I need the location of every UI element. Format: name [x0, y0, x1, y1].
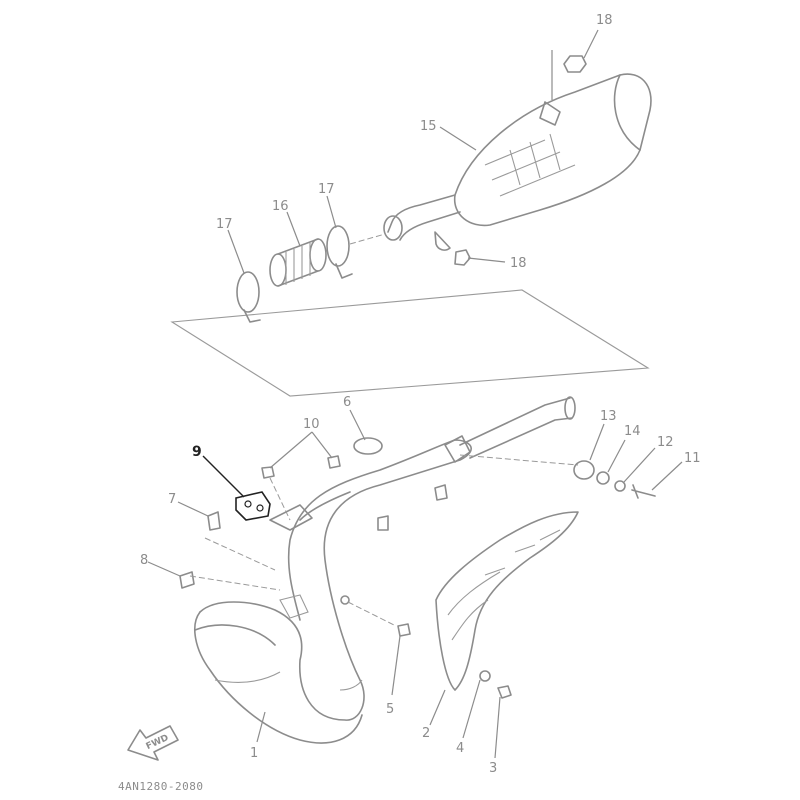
callout-13: 13 [600, 409, 617, 424]
callout-17-right: 17 [318, 182, 335, 197]
band-8[interactable] [147, 561, 281, 591]
callout-17-left: 17 [216, 217, 233, 232]
washer-12[interactable] [614, 447, 656, 492]
callout-14: 14 [624, 424, 641, 439]
collar-14[interactable] [596, 439, 626, 485]
forward-direction-arrow: FWD [127, 725, 179, 761]
callout-9: 9 [192, 444, 202, 460]
callout-15: 15 [420, 119, 437, 134]
silencer-part[interactable] [383, 50, 652, 251]
clamp-17-left[interactable] [227, 229, 261, 323]
callout-10: 10 [303, 417, 320, 432]
callout-1: 1 [250, 746, 258, 761]
bolt-18-lower[interactable] [454, 249, 506, 266]
joint-pipe-part[interactable] [269, 211, 327, 287]
callout-11: 11 [684, 451, 701, 466]
alignment-line [349, 233, 386, 245]
callout-6: 6 [343, 395, 351, 410]
bolt-18-upper[interactable] [563, 29, 599, 73]
protector-2[interactable] [429, 511, 579, 726]
screw-3[interactable] [494, 685, 512, 759]
callout-18-upper: 18 [596, 13, 613, 28]
damper-13[interactable] [573, 423, 605, 480]
leader-15 [439, 126, 477, 151]
bolt-10-pair[interactable] [261, 431, 341, 521]
callout-16: 16 [272, 199, 289, 214]
exhaust-pipe-part[interactable] [194, 435, 472, 744]
callout-5: 5 [386, 702, 394, 717]
callout-4: 4 [456, 741, 464, 756]
callout-18-lower: 18 [510, 256, 527, 271]
clamp-17-right[interactable] [326, 195, 353, 279]
damper-9-highlighted[interactable] [202, 455, 271, 521]
gasket-6[interactable] [349, 409, 383, 455]
connector-pipe-part[interactable] [459, 396, 579, 466]
callout-7: 7 [168, 492, 176, 507]
callout-3: 3 [489, 761, 497, 776]
nut-5[interactable] [347, 601, 411, 696]
clip-7[interactable] [177, 501, 276, 571]
reference-plane-outline [170, 289, 650, 397]
callout-8: 8 [140, 553, 148, 568]
callout-12: 12 [657, 435, 674, 450]
diagram-code: 4AN1280-2080 [118, 780, 203, 793]
callout-2: 2 [422, 726, 430, 741]
washer-4[interactable] [462, 670, 491, 739]
bolt-11[interactable] [631, 461, 683, 499]
